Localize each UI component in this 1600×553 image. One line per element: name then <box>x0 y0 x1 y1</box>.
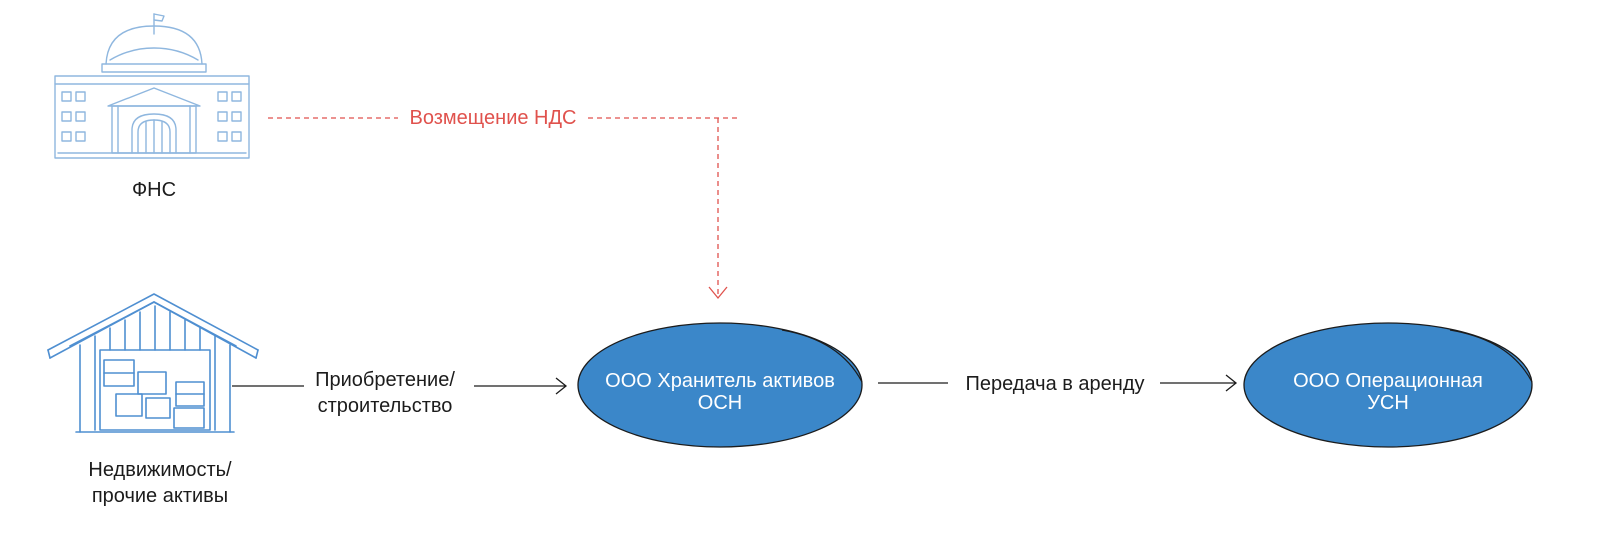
edge-acquire-label-line1: Приобретение/ <box>315 369 455 391</box>
node-holder-line2: ОСН <box>697 392 743 414</box>
edge-vat-refund-label: Возмещение НДС <box>409 107 577 129</box>
node-operational-line2: УСН <box>1367 392 1409 414</box>
vat-arrowhead <box>708 286 728 300</box>
warehouse-icon <box>47 293 259 433</box>
edge-acquire-label-line2: строительство <box>317 395 453 417</box>
arrowhead <box>1225 374 1238 392</box>
assets-label-line2: прочие активы <box>91 485 229 507</box>
edge-vat-refund <box>268 117 738 296</box>
fns-label: ФНС <box>131 179 177 201</box>
arrowhead <box>555 377 568 395</box>
node-holder-line1: ООО Хранитель активов <box>605 370 835 392</box>
edge-lease-label: Передача в аренду <box>965 373 1145 395</box>
edge-lease <box>878 374 1238 392</box>
government-building-icon <box>54 13 250 159</box>
node-holder <box>577 322 863 448</box>
node-operational <box>1243 322 1533 448</box>
assets-label-line1: Недвижимость/ <box>88 459 232 481</box>
edge-acquire <box>232 377 568 395</box>
node-operational-line1: ООО Операционная <box>1293 370 1483 392</box>
